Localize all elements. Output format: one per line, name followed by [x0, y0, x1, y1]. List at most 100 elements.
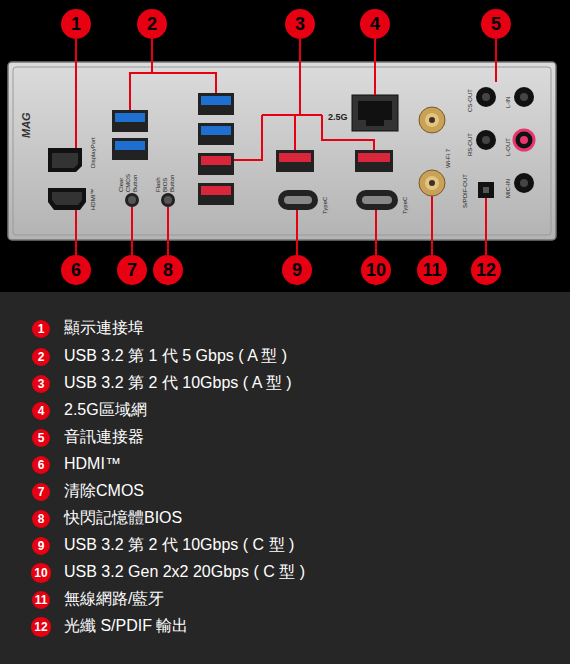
audio-jack — [514, 87, 534, 107]
audio-jack — [514, 173, 534, 193]
antenna-connector — [429, 180, 435, 186]
item-description: USB 3.2 第 2 代 10Gbps ( C 型 ) — [64, 536, 294, 554]
lan-port — [352, 95, 398, 131]
bullet-number: 1 — [38, 323, 45, 335]
usb-a-red-port — [355, 150, 393, 172]
leader-line — [431, 196, 433, 255]
list-bullet: 2 — [32, 348, 50, 366]
displayport-port — [48, 148, 82, 172]
callout-number: 2 — [137, 9, 167, 39]
antenna-connector — [425, 113, 439, 127]
hdmi-port — [48, 188, 86, 210]
usb-a-red-port — [198, 153, 234, 175]
audio-jack — [482, 93, 490, 101]
audio-jack — [482, 136, 490, 144]
item-description: USB 3.2 Gen 2x2 20Gbps ( C 型 ) — [64, 563, 305, 581]
bullet-number: 12 — [34, 621, 47, 633]
callout-number-text: 3 — [295, 15, 305, 33]
list-bullet: 3 — [32, 375, 50, 393]
usb-c-port — [278, 190, 318, 210]
callout-number: 3 — [285, 9, 315, 39]
bullet-number: 11 — [35, 594, 48, 606]
callout-number: 12 — [471, 255, 501, 285]
usb-c-port — [284, 196, 312, 204]
usb-a-blue-port — [198, 123, 234, 145]
leader-line — [167, 207, 169, 255]
callout-number: 11 — [417, 255, 447, 285]
hdmi-port — [52, 192, 82, 205]
leader-line — [485, 198, 487, 255]
antenna-connector — [419, 107, 445, 196]
callout-number: 7 — [117, 255, 147, 285]
spdif-port — [478, 182, 494, 198]
bullet-number: 5 — [38, 432, 45, 444]
usb-a-blue-port — [112, 110, 148, 132]
callout-number: 4 — [360, 9, 390, 39]
bullet-number: 9 — [38, 540, 45, 552]
port-label: MIC-IN — [505, 179, 512, 198]
usb-a-red-port — [198, 150, 393, 205]
port-label: 2.5G — [328, 112, 348, 122]
usb-a-blue-port — [115, 141, 145, 150]
usb-c-port — [278, 190, 398, 210]
leader-line — [75, 39, 77, 148]
item-description: USB 3.2 第 2 代 10Gbps ( A 型 ) — [64, 374, 292, 392]
bullet-number: 8 — [38, 513, 45, 525]
io-shield — [13, 67, 551, 235]
leader-line — [495, 39, 497, 82]
callout-number-text: 7 — [127, 261, 137, 279]
port-label: TypeC — [322, 197, 329, 214]
usb-a-blue-port — [198, 93, 234, 115]
usb-a-red-port — [198, 183, 234, 205]
displayport-port — [48, 148, 82, 172]
antenna-connector — [425, 176, 439, 190]
callout-number-text: 11 — [422, 261, 441, 279]
usb-a-blue-port — [115, 113, 145, 122]
antenna-connector — [429, 117, 435, 123]
bullet-number: 3 — [38, 378, 45, 390]
list-ground — [0, 292, 570, 664]
item-description: 快閃記憶體BIOS — [64, 509, 182, 527]
item-description: 2.5G區域網 — [64, 401, 147, 419]
port-label: Flash BIOS Button — [155, 164, 176, 192]
bullet-number: 2 — [38, 351, 45, 363]
callout-number: 5 — [481, 9, 511, 39]
displayport-port — [52, 153, 78, 168]
audio-jack — [476, 130, 496, 150]
item-description: 無線網路/藍牙 — [64, 590, 164, 608]
usb-a-red-port — [358, 153, 390, 162]
callout-number-text: 10 — [366, 261, 386, 279]
callout-number-text: 5 — [491, 15, 501, 33]
item-description: HDMI™ — [64, 455, 121, 473]
item-description: 音訊連接器 — [64, 428, 144, 446]
leader-line — [76, 39, 496, 255]
callout-number: 6 — [61, 255, 91, 285]
lan-port — [352, 95, 398, 131]
list-bullet: 5 — [32, 429, 50, 447]
leader-line — [130, 39, 216, 110]
callout-number-text: 4 — [370, 15, 380, 33]
callout-number-text: 8 — [163, 261, 173, 279]
callout-number: 1 — [61, 9, 91, 39]
bullet-number: 7 — [38, 486, 45, 498]
list-bullet: 4 — [32, 402, 50, 420]
usb-c-port — [362, 196, 392, 204]
list-bullet: 1 — [32, 320, 50, 338]
port-label: RS-OUT — [467, 133, 474, 156]
port-label: Clear CMOS Button — [118, 164, 139, 192]
audio-jack — [514, 130, 534, 150]
lan-port — [358, 101, 392, 126]
usb-a-red-port — [201, 186, 231, 195]
top-ground — [0, 0, 570, 292]
list-bullet: 10 — [31, 563, 50, 582]
port-label: S/PDIF-OUT — [462, 174, 469, 208]
audio-jack — [520, 136, 528, 144]
audio-jack — [476, 87, 496, 107]
callout-number-text: 12 — [476, 261, 496, 279]
hdmi-port — [48, 188, 86, 210]
bullet-number: 6 — [38, 459, 45, 471]
usb-c-port — [356, 190, 398, 210]
button — [128, 196, 136, 204]
bullet-number: 10 — [34, 567, 47, 579]
spdif-port — [483, 187, 489, 193]
